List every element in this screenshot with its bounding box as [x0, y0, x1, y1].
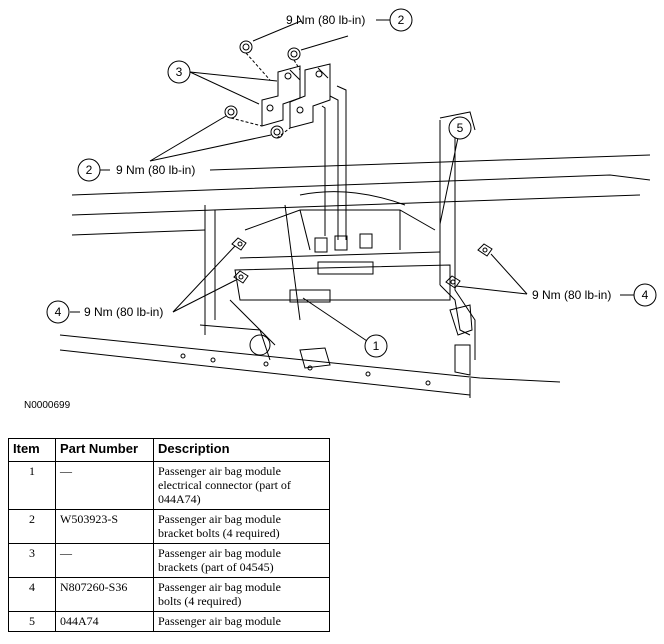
row-part-number: N807260-S36 [55, 577, 154, 612]
description-line: Passenger air bag module [158, 614, 281, 628]
row-item: 2 [8, 509, 56, 544]
callout-2-top-number: 2 [398, 13, 405, 27]
callout-4-right-number: 4 [642, 288, 649, 302]
callout-1-number: 1 [373, 339, 380, 353]
row-description: Passenger air bag module bolts (4 requir… [153, 577, 330, 612]
installation-diagram: 1 2 2 3 4 4 5 9 Nm (80 lb-in) 9 Nm (80 l… [46, 8, 657, 398]
row-item: 3 [8, 543, 56, 578]
bracket-bolts [224, 40, 301, 139]
torque-label-2-top: 9 Nm (80 lb-in) [286, 13, 365, 27]
dashboard-panel [59, 111, 651, 398]
row-description: Passenger air bag module brackets (part … [153, 543, 330, 578]
row-item: 4 [8, 577, 56, 612]
row-description: Passenger air bag module electrical conn… [153, 461, 330, 510]
description-line: electrical connector (part of [158, 478, 291, 492]
callout-2-left-number: 2 [86, 163, 93, 177]
table-row: 5 044A74 Passenger air bag module [8, 611, 330, 632]
description-line: bolts (4 required) [158, 594, 242, 608]
description-line: Passenger air bag module [158, 546, 281, 560]
air-bag-module [234, 191, 451, 303]
description-line: brackets (part of 04545) [158, 560, 274, 574]
leader-lines [70, 19, 634, 346]
callout-4-left-number: 4 [55, 305, 62, 319]
callout-3-number: 3 [176, 65, 183, 79]
callout-4-right-circle [633, 283, 657, 307]
torque-label-4-left: 9 Nm (80 lb-in) [84, 305, 163, 319]
callout-4-left-circle [46, 300, 70, 324]
description-line: 044A74) [158, 492, 201, 506]
header-description: Description [153, 438, 330, 462]
air-bag-brackets [261, 63, 347, 240]
row-item: 5 [8, 611, 56, 632]
header-item: Item [8, 438, 56, 462]
callout-2-left-circle [77, 158, 101, 182]
row-part-number: — [55, 461, 154, 510]
header-part-number: Part Number [55, 438, 154, 462]
table-row: 2 W503923-S Passenger air bag module bra… [8, 509, 330, 544]
table-header-row: Item Part Number Description [8, 438, 330, 462]
parts-table: Item Part Number Description 1 — Passeng… [8, 438, 330, 632]
torque-label-2-left: 9 Nm (80 lb-in) [116, 163, 195, 177]
description-line: bracket bolts (4 required) [158, 526, 280, 540]
callout-5-number: 5 [457, 121, 464, 135]
callout-2-top-circle [389, 8, 413, 32]
row-part-number: 044A74 [55, 611, 154, 632]
module-bolts [231, 237, 493, 289]
row-description: Passenger air bag module [153, 611, 330, 632]
description-line: Passenger air bag module [158, 512, 281, 526]
row-part-number: W503923-S [55, 509, 154, 544]
row-part-number: — [55, 543, 154, 578]
callout-1-circle [364, 334, 388, 358]
figure-id: N0000699 [24, 400, 71, 411]
row-item: 1 [8, 461, 56, 510]
row-description: Passenger air bag module bracket bolts (… [153, 509, 330, 544]
table-row: 4 N807260-S36 Passenger air bag module b… [8, 577, 330, 612]
torque-label-4-right: 9 Nm (80 lb-in) [532, 288, 611, 302]
table-row: 1 — Passenger air bag module electrical … [8, 461, 330, 510]
table-row: 3 — Passenger air bag module brackets (p… [8, 543, 330, 578]
callout-3-circle [167, 60, 191, 84]
description-line: Passenger air bag module [158, 580, 281, 594]
description-line: Passenger air bag module [158, 464, 281, 478]
callout-5-circle [448, 116, 472, 140]
